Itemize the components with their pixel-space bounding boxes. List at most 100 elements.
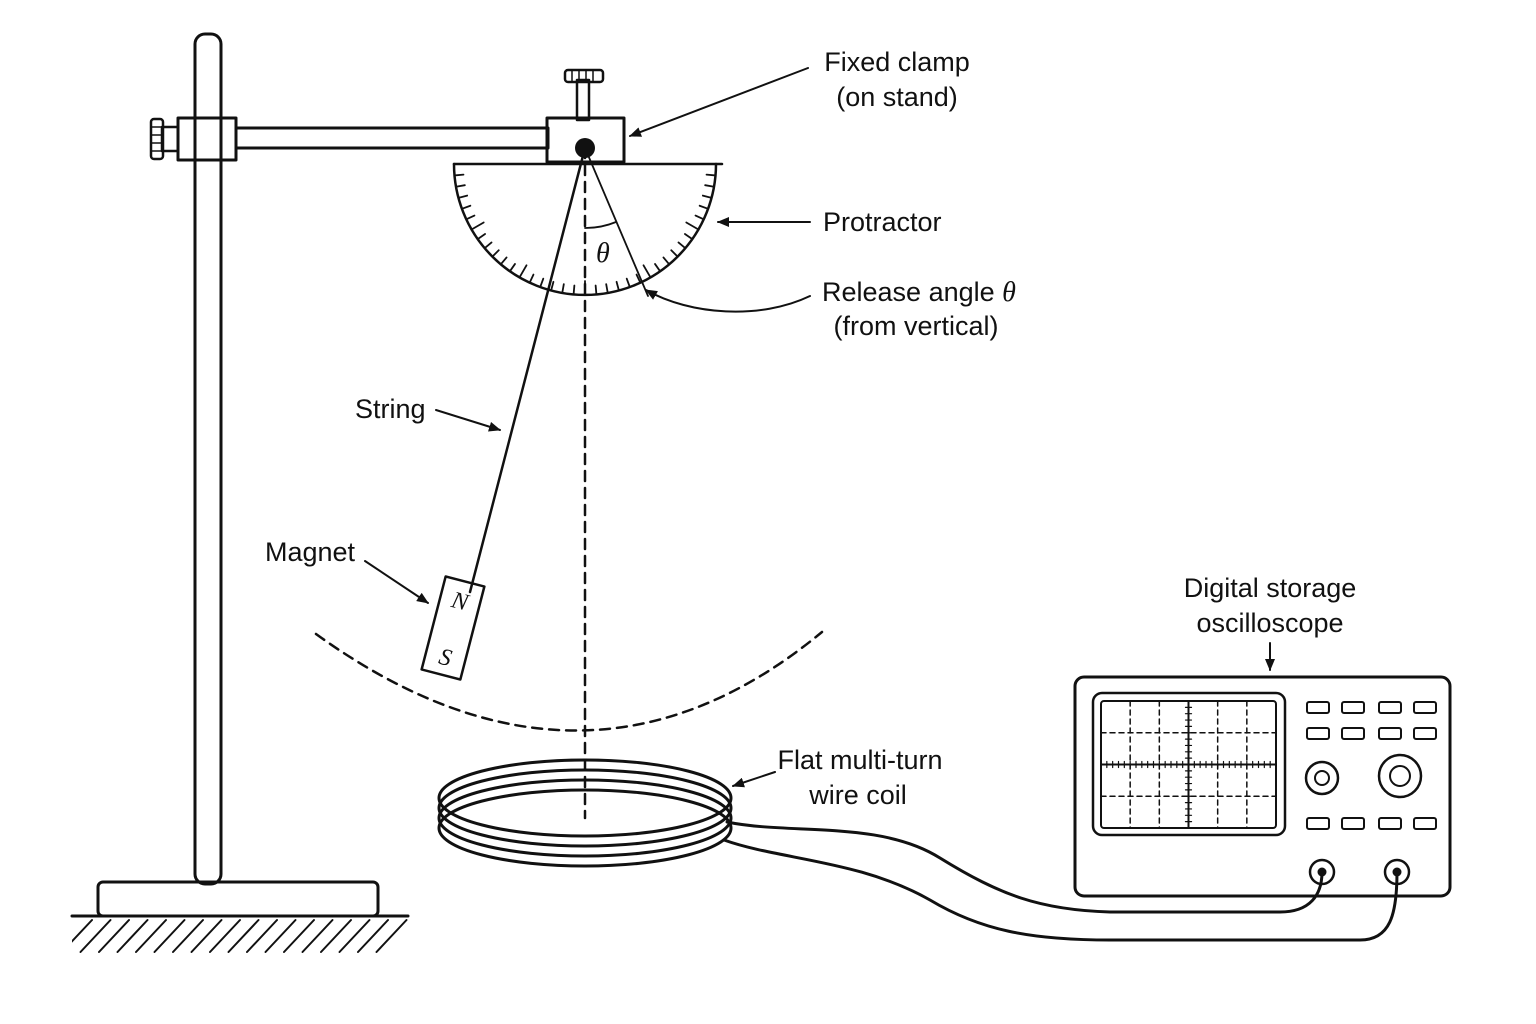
large-knob-center <box>1389 765 1411 787</box>
oscilloscope-button[interactable] <box>1306 701 1330 714</box>
protractor-tick <box>701 194 713 199</box>
hatch-line <box>135 919 167 953</box>
coil-turn-4 <box>437 788 733 868</box>
protractor-tick <box>684 233 694 241</box>
protractor-tick <box>470 221 485 231</box>
fixed-clamp-label-line-2: (on stand) <box>836 82 958 112</box>
flat-coil <box>437 758 733 868</box>
small-knob-center <box>1314 770 1330 786</box>
label-magnet: Magnet <box>265 537 429 604</box>
oscilloscope-screen-bezel <box>1091 691 1287 837</box>
hatch-line <box>375 919 408 953</box>
oscilloscope-button[interactable] <box>1306 817 1330 830</box>
oscilloscope-button[interactable] <box>1341 817 1365 830</box>
magnet-body <box>420 575 486 681</box>
label-release-angle: Release angle θ (from vertical) <box>645 277 1016 341</box>
protractor-tick <box>642 264 652 279</box>
protractor-tick <box>705 173 717 177</box>
swing-path <box>314 630 824 732</box>
input-terminal-1-center <box>1317 867 1327 877</box>
protractor-tick <box>453 173 465 177</box>
protractor-tick <box>572 284 576 296</box>
stand-rod <box>193 32 223 886</box>
hatch-line <box>209 919 241 953</box>
clamp-knob-knurl <box>571 69 594 83</box>
protractor-tick <box>704 184 715 188</box>
oscilloscope-button[interactable] <box>1378 727 1402 740</box>
label-fixed-clamp: Fixed clamp (on stand) <box>629 47 970 137</box>
oscilloscope-button[interactable] <box>1413 727 1437 740</box>
protractor-tick <box>685 221 700 231</box>
oscilloscope-button[interactable] <box>1341 727 1365 740</box>
north-pole-label: N <box>448 587 473 617</box>
protractor-tick <box>670 249 679 258</box>
coil-arrow <box>732 771 776 788</box>
release-angle-arrow <box>645 289 811 313</box>
coil-turn-1 <box>437 758 733 838</box>
release-angle-theta: θ <box>1002 277 1016 308</box>
protractor-tick <box>499 256 508 266</box>
oscilloscope-label-line-1: Digital storage <box>1184 573 1357 603</box>
input-terminal-1 <box>1308 858 1336 886</box>
clamp-screw-shaft <box>575 78 591 122</box>
coil-label-line-1: Flat multi-turn <box>777 745 942 775</box>
hatch-line <box>79 919 112 953</box>
protractor <box>452 162 724 297</box>
oscilloscope-button[interactable] <box>1306 727 1330 740</box>
coil-lead-1 <box>725 820 1324 914</box>
protractor-tick <box>550 280 555 292</box>
string-arrow <box>435 409 501 432</box>
oscilloscope-button[interactable] <box>1378 817 1402 830</box>
hatch-line <box>172 919 204 953</box>
protractor-ticks <box>453 163 717 296</box>
hatch-line <box>320 919 352 953</box>
coil-turn-3 <box>437 778 733 858</box>
horizontal-arm <box>234 126 550 150</box>
fixed-clamp-arrow <box>629 67 809 137</box>
label-oscilloscope: Digital storage oscilloscope <box>1184 573 1357 671</box>
protractor-tick <box>694 214 705 221</box>
bar-magnet: N S <box>420 575 486 681</box>
oscilloscope-button[interactable] <box>1413 701 1437 714</box>
input-terminal-2 <box>1383 858 1411 886</box>
protractor-tick <box>662 256 671 266</box>
protractor-tick <box>605 283 609 294</box>
hatch-line <box>246 919 278 953</box>
protractor-tick <box>677 241 687 250</box>
oscilloscope-button[interactable] <box>1413 817 1437 830</box>
clamp-screw-knob <box>563 68 605 84</box>
protractor-tick <box>457 194 469 199</box>
protractor-tick <box>698 204 709 210</box>
boss-screw-knob <box>149 117 165 161</box>
stand-base <box>96 880 380 918</box>
oscilloscope-label-line-2: oscilloscope <box>1196 608 1343 638</box>
protractor-tick <box>491 249 500 258</box>
oscilloscope-button[interactable] <box>1341 701 1365 714</box>
coil-turn-2 <box>437 768 733 848</box>
protractor-tick <box>594 284 598 296</box>
oscilloscope-button[interactable] <box>1378 701 1402 714</box>
protractor-label: Protractor <box>823 207 942 237</box>
protractor-tick <box>654 263 662 273</box>
small-knob <box>1304 760 1340 796</box>
protractor-tick <box>615 280 620 292</box>
ground-hatching <box>72 919 408 953</box>
hatch-line <box>283 919 315 953</box>
label-protractor: Protractor <box>717 207 942 237</box>
string-label: String <box>355 394 426 424</box>
protractor-tick <box>528 273 535 284</box>
protractor-tick <box>635 273 642 284</box>
label-coil: Flat multi-turn wire coil <box>732 745 943 810</box>
release-angle-text: Release angle <box>822 277 1002 307</box>
protractor-tick <box>625 277 631 288</box>
boss-knob-knurl <box>150 126 164 152</box>
release-angle-label-line-2: (from vertical) <box>833 311 998 341</box>
retort-stand <box>70 32 550 953</box>
hatch-line <box>72 919 93 943</box>
hatch-line <box>357 919 389 953</box>
magnet-arrow <box>364 560 429 604</box>
pendulum-string <box>468 146 587 594</box>
hatch-line <box>264 919 297 953</box>
hatch-line <box>301 919 334 953</box>
